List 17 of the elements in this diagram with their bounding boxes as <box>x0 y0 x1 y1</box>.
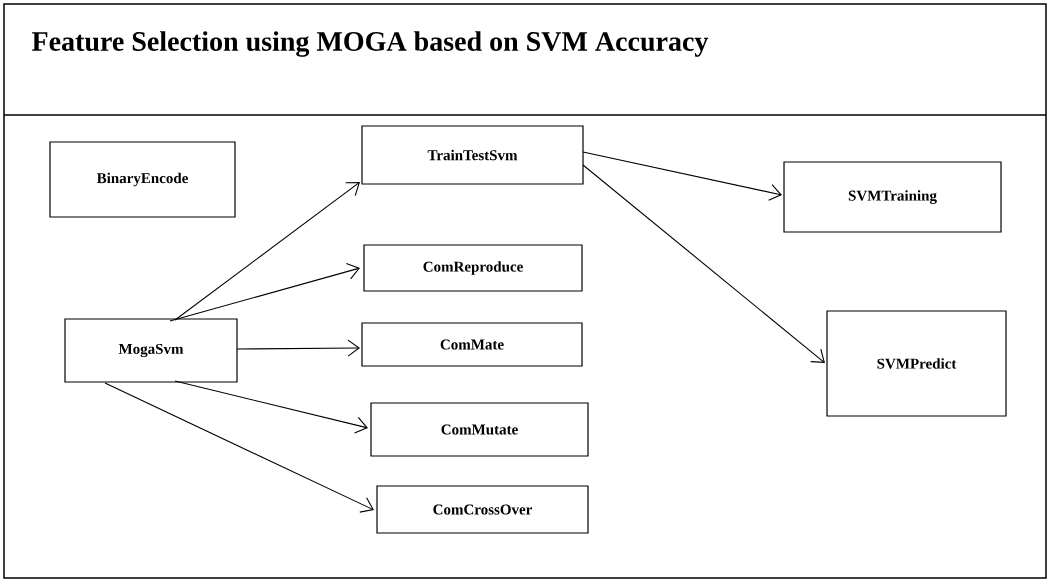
arrow <box>582 164 825 363</box>
arrow <box>236 339 360 357</box>
process-box: ComMate <box>361 322 583 367</box>
process-box: SVMTraining <box>783 161 1002 233</box>
title: Feature Selection using MOGA based on SVM Accuracy <box>32 31 709 57</box>
arrow <box>174 380 368 434</box>
process-box: SVMPredict <box>826 310 1007 417</box>
process-box: ComMutate <box>370 402 589 457</box>
process-box: ComCrossOver <box>376 485 589 534</box>
process-box: BinaryEncode <box>49 141 236 218</box>
process-box: MogaSvm <box>64 318 238 383</box>
arrow <box>174 182 360 321</box>
process-box: TrainTestSvm <box>361 125 584 185</box>
arrow <box>169 262 360 322</box>
arrow <box>582 151 782 201</box>
process-box: ComReproduce <box>363 244 583 292</box>
arrow <box>104 382 374 513</box>
